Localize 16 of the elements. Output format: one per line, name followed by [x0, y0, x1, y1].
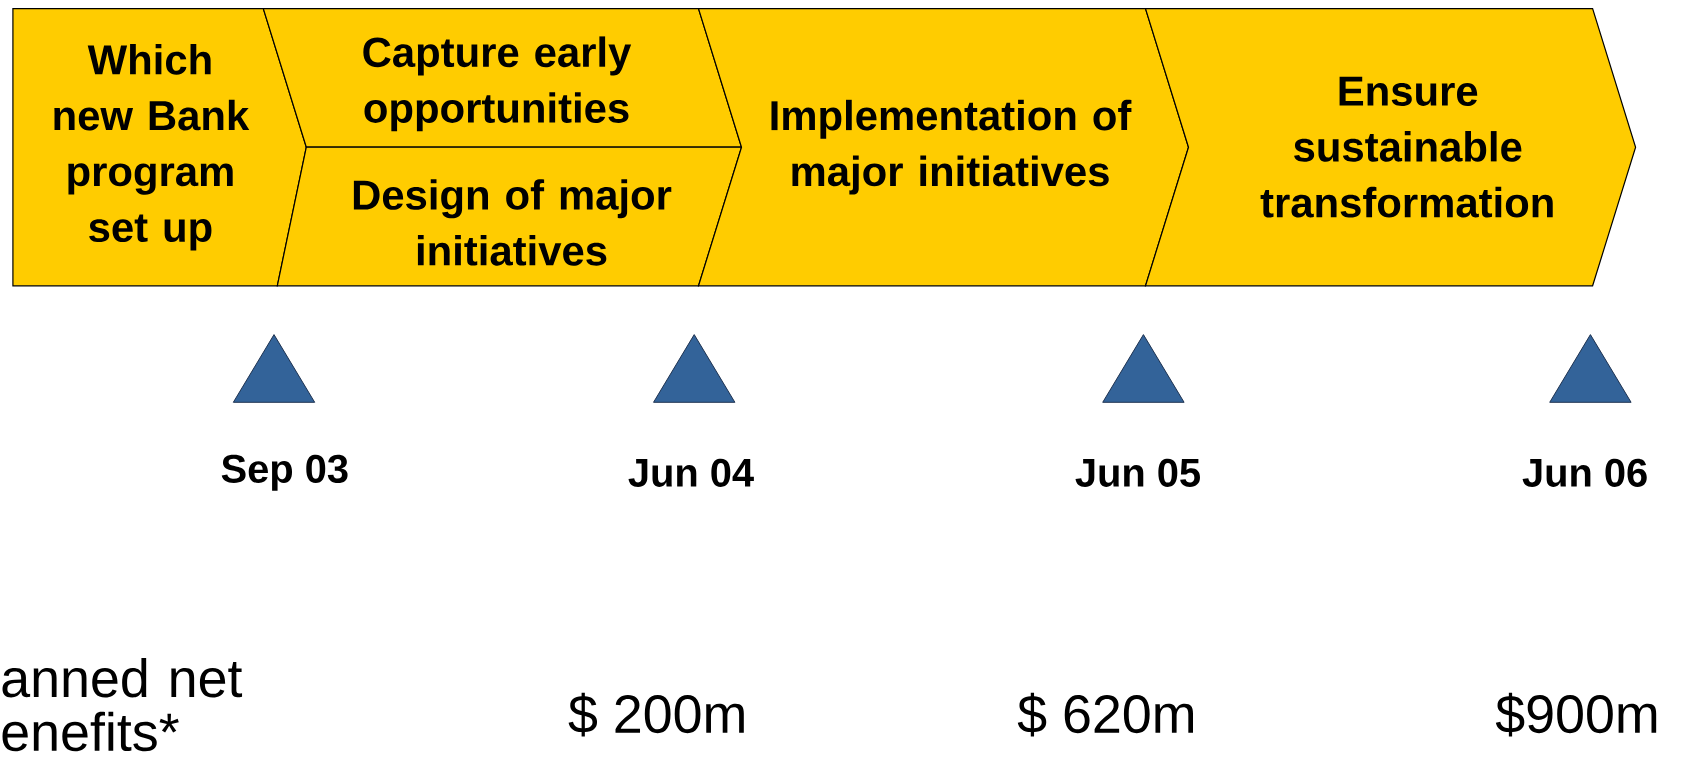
milestone-date: Jun 06 [1522, 458, 1647, 487]
benefit-amount: $ 200m [568, 692, 744, 737]
benefits-label: anned net enefits* [2, 657, 243, 752]
milestone-date: Jun 04 [628, 458, 754, 487]
milestone-triangle [1102, 334, 1185, 403]
milestone-triangle [653, 334, 736, 403]
phase-band: Ensure sustainable transformation [1144, 8, 1637, 287]
phase-band: Design of major initiatives [276, 146, 743, 287]
milestone-triangle [1549, 334, 1632, 403]
benefit-amount: $ 620m [1017, 692, 1193, 737]
milestone-date: Sep 03 [221, 454, 348, 491]
milestone-date: Jun 05 [1075, 458, 1200, 487]
milestone-triangle [232, 334, 316, 403]
benefit-amount: $900m [1495, 692, 1657, 737]
phase-band: Which new Bank program set up [12, 8, 307, 287]
phase-band: Capture early opportunities [262, 8, 743, 148]
